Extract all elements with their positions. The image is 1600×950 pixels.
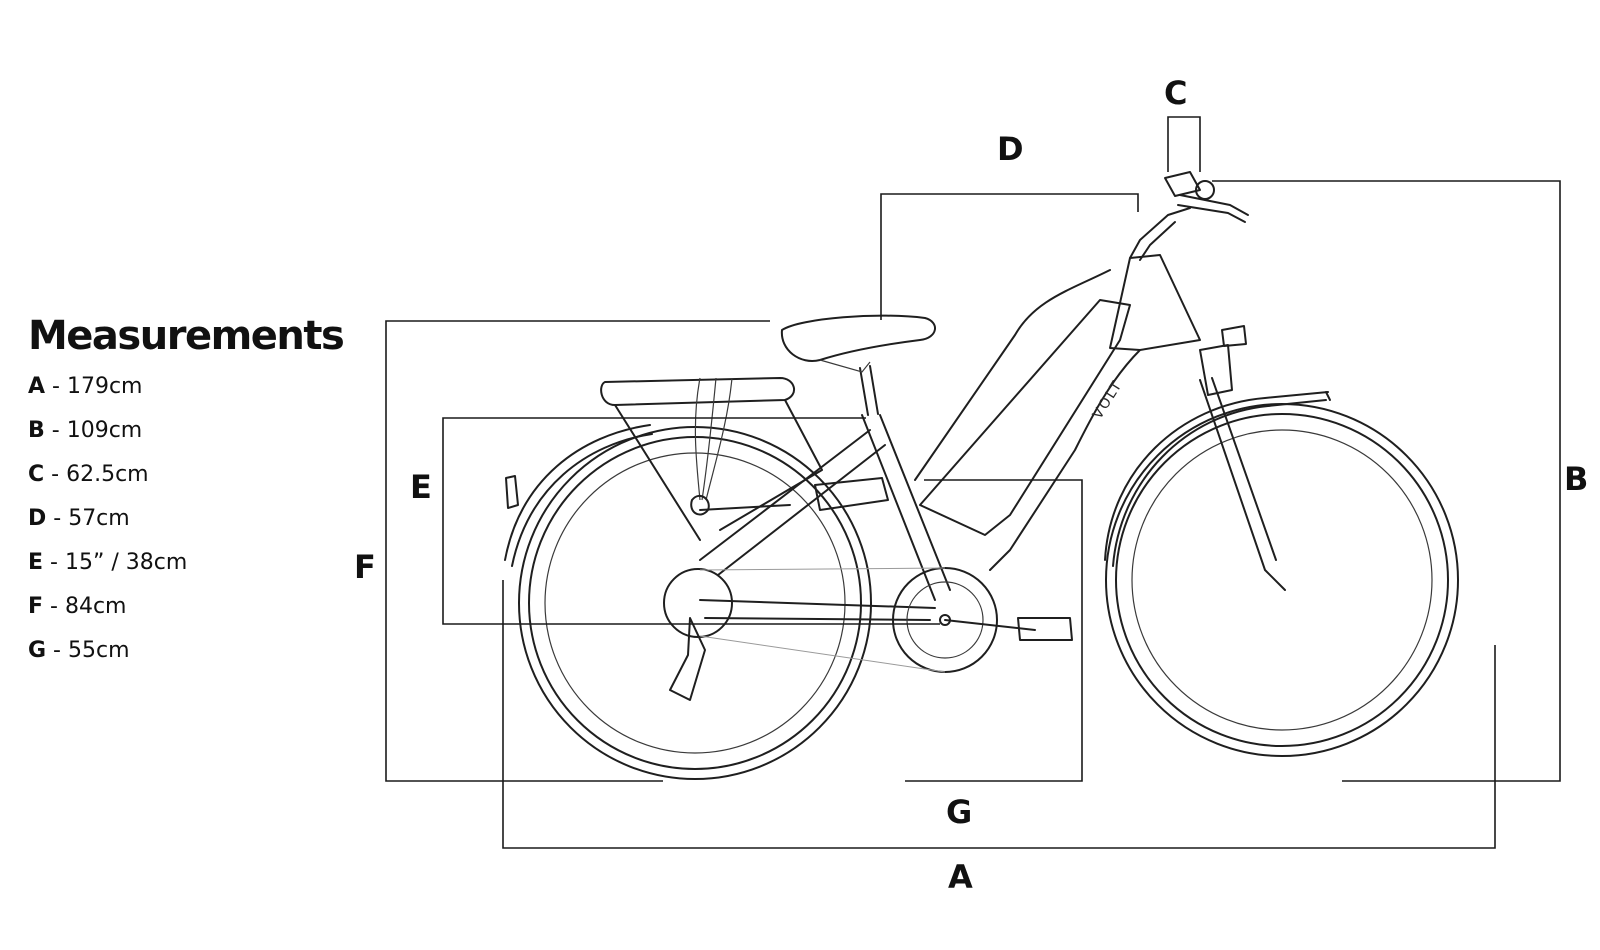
legend-item-d: D - 57cm <box>28 504 348 548</box>
dimension-a-label: A <box>948 858 973 896</box>
dimension-b-label: B <box>1564 460 1588 498</box>
dimension-c-label: C <box>1164 74 1187 112</box>
legend-value: - 84cm <box>43 594 127 619</box>
bike-illustration: VOLT <box>504 171 1459 780</box>
dimension-a-line <box>502 580 1496 849</box>
pedal <box>1017 617 1073 641</box>
crank-arm <box>944 619 1036 631</box>
battery <box>919 299 1131 536</box>
legend-key: E <box>28 550 44 575</box>
legend-key: C <box>28 462 45 487</box>
legend-item-a: A - 179cm <box>28 372 348 416</box>
rear-rack <box>600 377 823 541</box>
seat-tube <box>861 414 936 601</box>
frame <box>1109 254 1201 351</box>
legend-value: - 62.5cm <box>44 462 149 487</box>
rear-mudguard <box>504 424 651 561</box>
legend-item-g: G - 55cm <box>28 636 348 680</box>
legend-key: G <box>28 638 47 663</box>
legend-key: F <box>28 594 44 619</box>
rear-derailleur <box>669 617 706 701</box>
chain-stay <box>699 599 936 609</box>
legend-value: - 109cm <box>44 418 143 443</box>
dimension-b-line <box>1212 180 1561 782</box>
cassette <box>663 568 733 638</box>
dimension-c-line <box>1167 116 1201 172</box>
brand-label: VOLT <box>1090 377 1126 422</box>
measurements-legend: Measurements A - 179cm B - 109cm C - 62.… <box>28 312 348 680</box>
dimension-e-label: E <box>410 468 432 506</box>
handlebar <box>1179 194 1249 216</box>
legend-item-b: B - 109cm <box>28 416 348 460</box>
rear-light-icon <box>505 475 519 509</box>
legend-value: - 179cm <box>45 374 143 399</box>
stem <box>1129 207 1191 259</box>
legend-key: B <box>28 418 45 443</box>
legend-item-f: F - 84cm <box>28 592 348 636</box>
front-light-icon <box>1221 325 1247 347</box>
dimension-d-line <box>880 193 1139 320</box>
dimension-d-label: D <box>997 130 1024 168</box>
legend-title: Measurements <box>28 313 345 359</box>
rear-wheel <box>518 426 872 780</box>
dimension-g-line <box>905 479 1083 782</box>
legend-value: - 57cm <box>46 506 130 531</box>
dimension-f-label: F <box>354 548 376 586</box>
front-fork <box>1199 379 1286 591</box>
legend-key: A <box>28 374 46 399</box>
legend-value: - 55cm <box>46 638 130 663</box>
dimension-g-label: G <box>946 793 972 831</box>
saddle <box>780 314 936 362</box>
dimension-f-line <box>385 320 770 782</box>
legend-item-c: C - 62.5cm <box>28 460 348 504</box>
seat-stay <box>699 429 871 561</box>
dimension-e-line <box>442 417 940 625</box>
chain <box>699 567 946 571</box>
front-mudguard <box>1104 391 1329 561</box>
front-wheel <box>1105 403 1459 757</box>
legend-key: D <box>28 506 47 531</box>
legend-value: - 15” / 38cm <box>43 550 188 575</box>
legend-item-e: E - 15” / 38cm <box>28 548 348 592</box>
display-icon <box>1164 171 1201 197</box>
